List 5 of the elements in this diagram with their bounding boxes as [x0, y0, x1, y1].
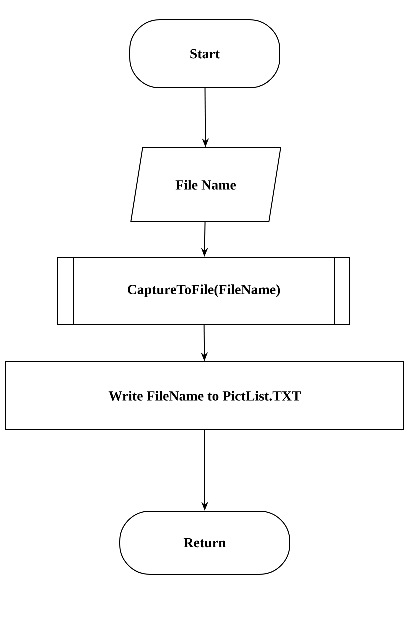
terminal-box: Return — [120, 511, 290, 575]
subroutine-box: CaptureToFile(FileName) — [58, 256, 350, 326]
input-parallelogram: File Name — [130, 148, 282, 222]
terminal-box: Start — [130, 20, 280, 88]
process-box: Write FileName to PictList.TXT — [6, 362, 404, 430]
